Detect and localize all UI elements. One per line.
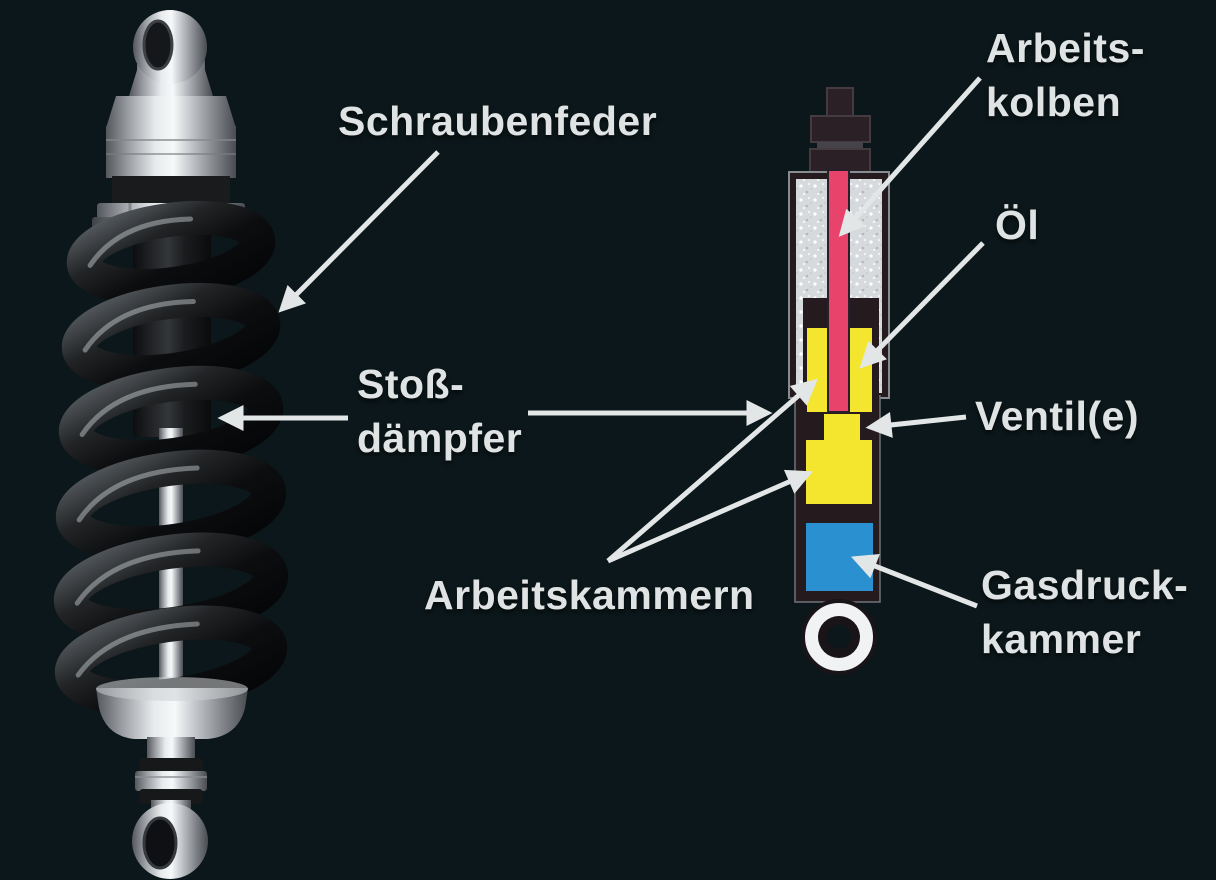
label-oel-text: Öl <box>995 202 1040 248</box>
label-oel: Öl <box>995 198 1039 252</box>
label-arbeitskammern-text: Arbeitskammern <box>424 572 755 618</box>
top-eyelet-hole <box>142 19 174 71</box>
bottom-eyelet-hole <box>142 816 178 870</box>
arrow-arbeitskammer-upper <box>606 378 818 563</box>
arrow-arbeitskolben <box>838 76 982 237</box>
arrow-schraubenfeder <box>278 150 440 313</box>
arrow-oel <box>859 241 985 369</box>
callout-arrows <box>217 76 985 609</box>
label-arbeitskolben: Arbeits- kolben <box>986 21 1145 129</box>
label-arbeitskolben-line1: Arbeits- <box>986 25 1145 71</box>
shock-absorber-photo <box>53 10 289 879</box>
label-stossdaempfer-line1: Stoß- <box>357 361 465 407</box>
label-gasdruckkammer-line2: kammer <box>981 616 1142 662</box>
top-eyelet <box>129 10 213 96</box>
working-piston-rod <box>827 169 850 413</box>
arrow-ventile <box>865 412 967 438</box>
coil-spring <box>53 201 289 715</box>
label-schraubenfeder: Schraubenfeder <box>338 94 657 148</box>
working-chamber-lower <box>806 440 872 504</box>
bottom-spring-seat <box>96 677 248 739</box>
label-arbeitskammern: Arbeitskammern <box>424 568 755 622</box>
top-cap <box>106 96 236 178</box>
gas-pressure-chamber <box>806 523 873 591</box>
label-ventile: Ventil(e) <box>975 389 1139 443</box>
shock-absorber-schematic <box>788 87 890 675</box>
label-gasdruckkammer: Gasdruck- kammer <box>981 558 1188 666</box>
bottom-eyelet <box>132 800 208 879</box>
label-schraubenfeder-text: Schraubenfeder <box>338 98 658 144</box>
schematic-top-block-1 <box>810 115 871 143</box>
threaded-body <box>112 176 230 206</box>
valve-port <box>824 414 860 440</box>
lower-hardware <box>135 737 207 804</box>
schematic-top-connector <box>817 142 863 149</box>
label-stossdaempfer: Stoß- dämpfer <box>357 357 522 465</box>
label-arbeitskolben-line2: kolben <box>986 79 1122 125</box>
schematic-top-stem <box>826 87 854 117</box>
arrow-arbeitskammer-lower <box>606 469 813 564</box>
schematic-eyelet <box>801 599 877 675</box>
label-ventile-text: Ventil(e) <box>975 393 1139 439</box>
label-stossdaempfer-line2: dämpfer <box>357 415 523 461</box>
label-gasdruckkammer-line1: Gasdruck- <box>981 562 1189 608</box>
arrow-gasdruckkammer <box>850 554 978 609</box>
